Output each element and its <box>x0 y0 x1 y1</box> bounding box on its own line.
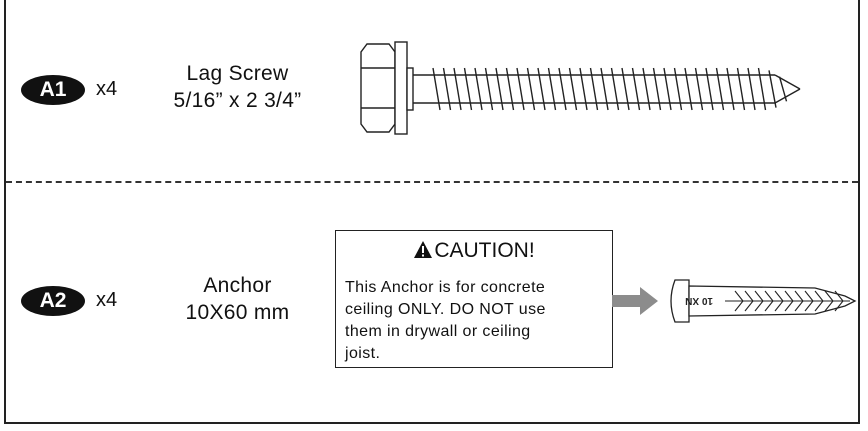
screw-thread <box>652 67 662 111</box>
screw-thread <box>516 67 525 111</box>
part-quantity-a2: x4 <box>96 289 118 311</box>
anchor-marking: 10 XN <box>685 295 713 306</box>
screw-thread <box>768 70 777 108</box>
screw-thread <box>673 67 683 111</box>
screw-thread <box>621 67 630 111</box>
part-name-a2: Anchor 10X60 mm <box>140 272 335 326</box>
caution-line-4: joist. <box>345 345 381 362</box>
screw-thread <box>474 67 483 111</box>
screw-thread <box>726 67 735 111</box>
screw-thread <box>558 67 567 111</box>
screw-thread <box>495 67 504 111</box>
part-name-a2-line1: Anchor <box>203 274 272 297</box>
screw-thread <box>484 67 494 111</box>
warning-triangle-icon <box>413 240 433 265</box>
screw-thread <box>463 67 473 111</box>
parts-panel-frame <box>4 0 860 424</box>
screw-thread <box>684 67 693 111</box>
part-quantity-a1: x4 <box>96 78 118 100</box>
caution-text: This Anchor is for concrete ceiling ONLY… <box>345 277 608 365</box>
screw-thread <box>453 67 462 111</box>
caution-title: CAUTION! <box>434 239 535 262</box>
screw-thread <box>568 67 578 111</box>
screw-thread <box>757 67 767 111</box>
caution-heading: CAUTION! <box>336 239 612 265</box>
lag-screw-illustration <box>360 41 801 135</box>
section-divider <box>6 181 858 183</box>
part-name-a1-line1: Lag Screw <box>186 62 289 85</box>
part-id-a1: A1 <box>39 78 67 101</box>
part-size-a1: 5/16” x 2 3/4” <box>173 89 302 112</box>
wall-anchor-illustration: 10 XN <box>670 279 857 323</box>
screw-thread <box>442 67 452 111</box>
screw-thread <box>715 67 725 111</box>
part-size-a2: 10X60 mm <box>185 301 290 324</box>
part-id-badge-a2: A2 <box>21 286 85 316</box>
caution-line-1: This Anchor is for concrete <box>345 279 546 296</box>
caution-line-2: ceiling ONLY. DO NOT use <box>345 301 546 318</box>
screw-thread <box>610 67 620 111</box>
screw-thread <box>705 67 714 111</box>
screw-thread <box>505 67 515 111</box>
screw-thread <box>736 67 746 111</box>
screw-thread <box>432 67 441 111</box>
screw-thread <box>747 67 756 111</box>
caution-line-3: them in drywall or ceiling <box>345 323 531 340</box>
part-name-a1: Lag Screw 5/16” x 2 3/4” <box>140 60 335 114</box>
screw-thread <box>642 67 651 111</box>
right-arrow-icon <box>612 287 658 315</box>
part-id-badge-a1: A1 <box>21 75 85 105</box>
screw-thread <box>547 67 557 111</box>
screw-thread <box>579 67 588 111</box>
screw-thread <box>589 67 599 111</box>
part-id-a2: A2 <box>39 289 67 312</box>
screw-thread <box>600 67 609 111</box>
screw-thread <box>631 67 641 111</box>
caution-box: CAUTION! This Anchor is for concrete cei… <box>335 230 613 368</box>
screw-thread <box>778 76 788 102</box>
screw-thread <box>526 67 536 111</box>
screw-thread <box>537 67 546 111</box>
screw-thread <box>694 67 704 111</box>
screw-thread <box>663 67 672 111</box>
